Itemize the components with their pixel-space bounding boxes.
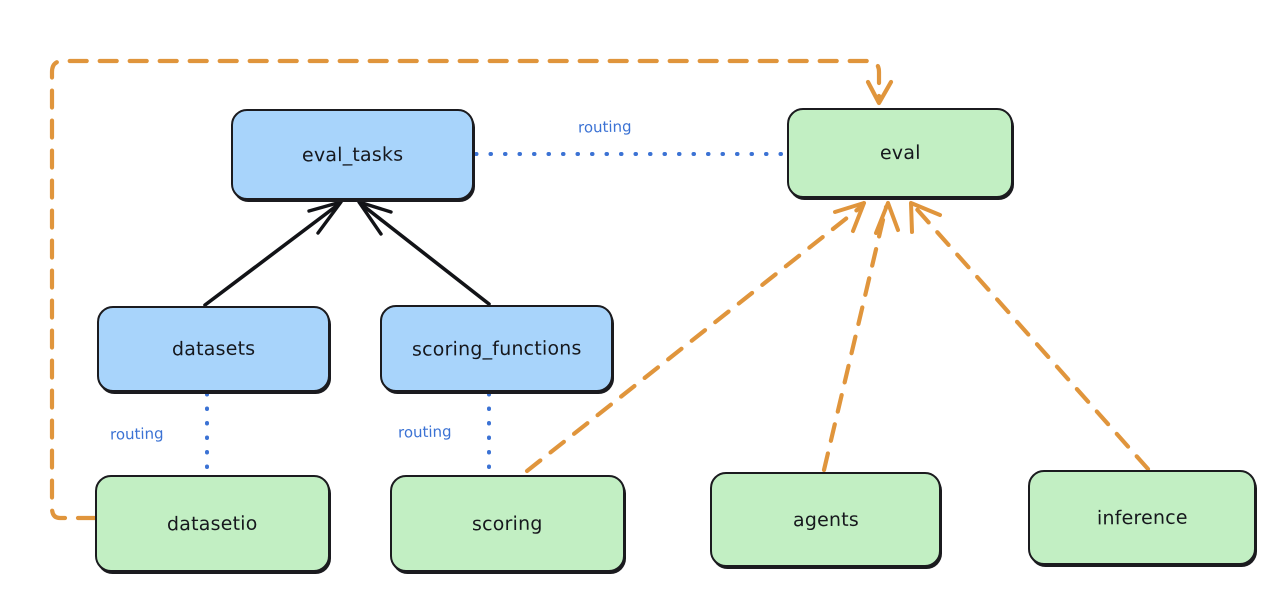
node-scoring-functions-label: scoring_functions <box>411 336 582 361</box>
edge-label-routing-eval-tasks-eval: routing <box>577 117 632 137</box>
node-inference[interactable]: inference <box>1028 470 1256 565</box>
node-scoring-functions[interactable]: scoring_functions <box>380 305 613 392</box>
edge-agents-to-eval <box>821 201 900 473</box>
edge-scoring-functions-to-eval-tasks <box>357 200 491 306</box>
node-datasetio-label: datasetio <box>167 512 258 535</box>
node-eval-tasks-label: eval_tasks <box>301 143 404 166</box>
node-datasetio[interactable]: datasetio <box>95 475 330 572</box>
edge-inference-to-eval <box>909 201 1151 472</box>
node-agents-label: agents <box>792 508 859 531</box>
node-agents[interactable]: agents <box>710 472 941 567</box>
node-datasets[interactable]: datasets <box>97 306 330 392</box>
edge-label-routing-datasets-datasetio: routing <box>109 424 164 444</box>
node-eval[interactable]: eval <box>787 108 1013 198</box>
node-datasets-label: datasets <box>171 337 256 361</box>
node-eval-tasks[interactable]: eval_tasks <box>231 109 474 200</box>
edge-datasets-to-eval-tasks <box>203 200 343 307</box>
node-inference-label: inference <box>1096 506 1188 529</box>
node-scoring[interactable]: scoring <box>390 475 625 572</box>
node-eval-label: eval <box>879 141 921 165</box>
edge-label-routing-scoring-functions-scoring: routing <box>397 422 452 442</box>
node-scoring-label: scoring <box>472 512 543 535</box>
